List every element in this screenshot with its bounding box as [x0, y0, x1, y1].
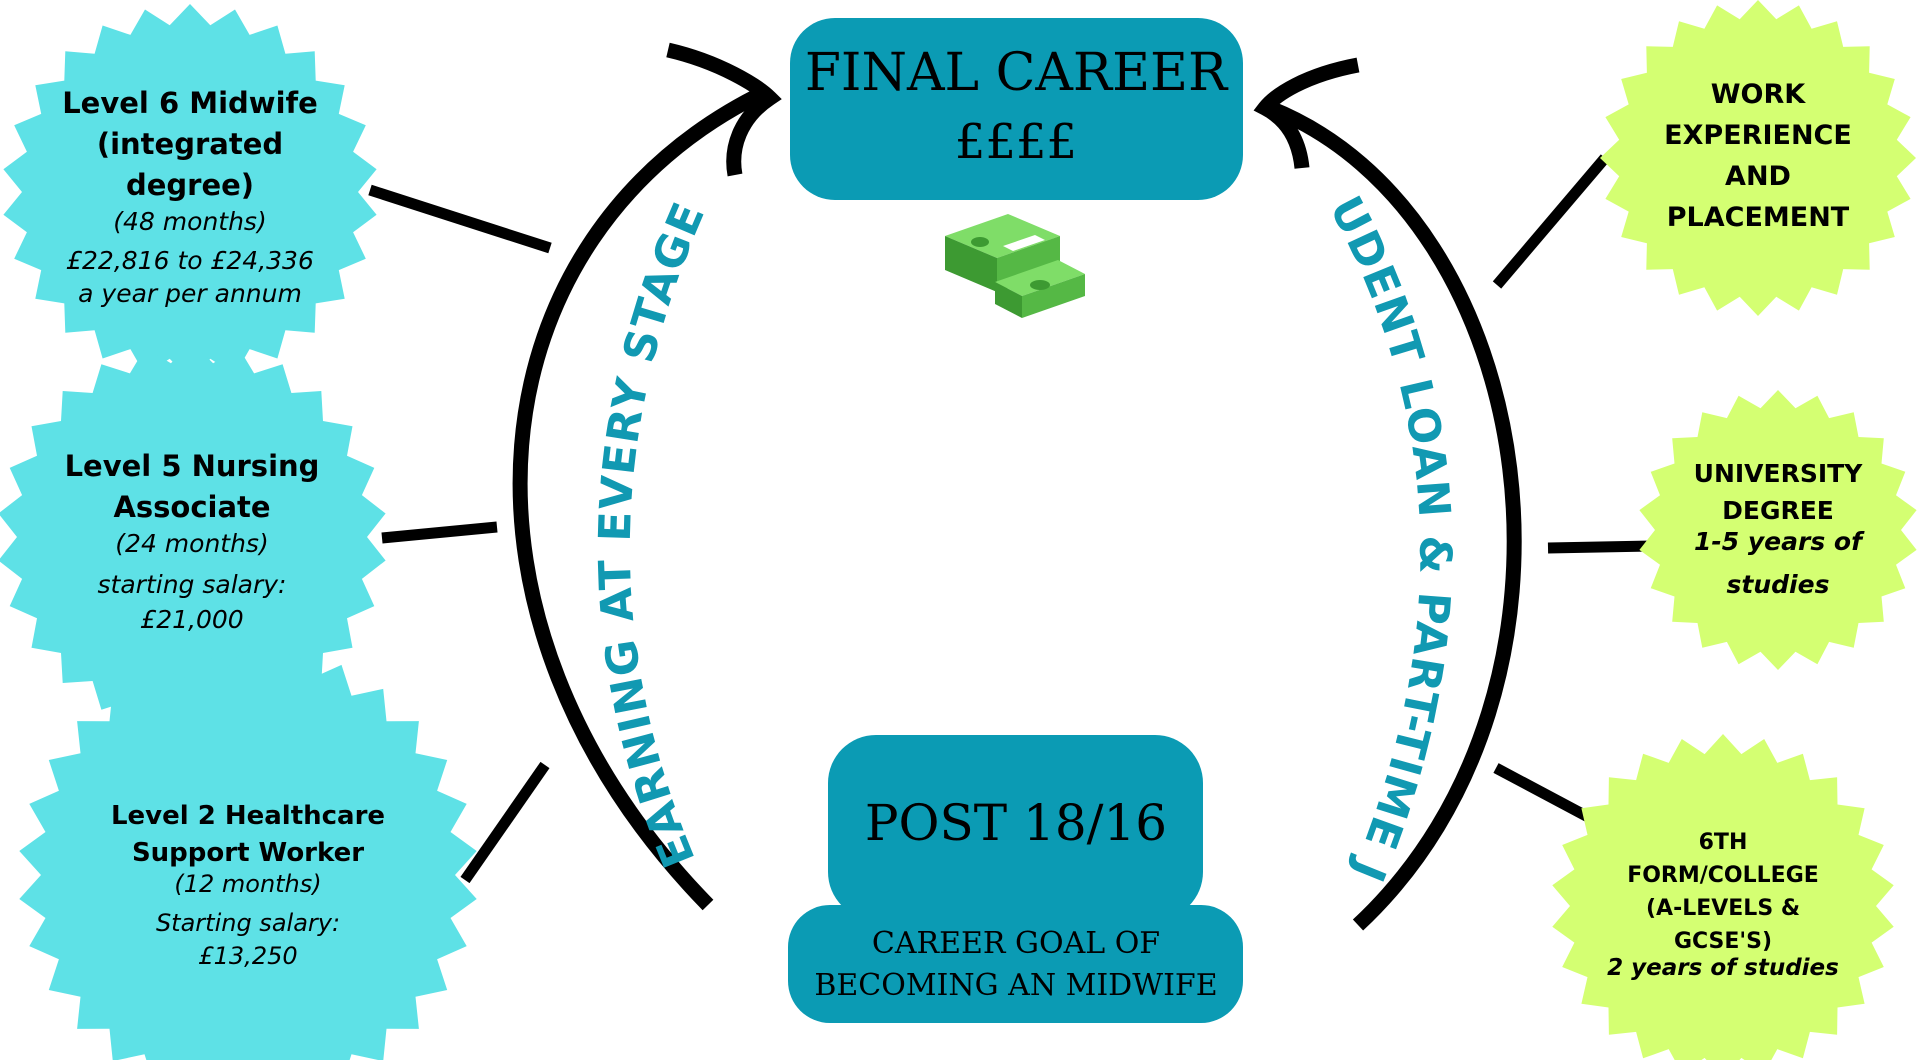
left-burst-title-line: (integrated — [97, 127, 283, 161]
right-burst-shape — [1639, 390, 1917, 670]
left-burst-detail-line: £13,250 — [198, 942, 297, 970]
right-burst-shape — [1600, 0, 1916, 316]
career-goal-line2: BECOMING AN MIDWIFE — [814, 968, 1217, 1003]
career-goal-line1: CAREER GOAL OF — [872, 926, 1160, 961]
left-burst-detail-line: starting salary: — [98, 570, 287, 599]
left-burst-title-line: Associate — [113, 490, 270, 524]
left-burst-detail-line: £21,000 — [140, 605, 243, 634]
connector-lines — [368, 154, 1653, 884]
left-burst-title-line: Level 2 Healthcare — [111, 801, 385, 831]
left-burst-detail-line: (24 months) — [115, 529, 268, 558]
right-burst-detail-line: 1-5 years of — [1694, 527, 1865, 556]
right-burst-title-line: (A-LEVELS & — [1646, 896, 1800, 921]
left-burst-shape — [0, 342, 386, 732]
right-burst-title-line: UNIVERSITY — [1694, 459, 1864, 488]
final-career-pounds: ££££ — [955, 114, 1077, 170]
left-burst-title-line: degree) — [126, 168, 254, 202]
left-burst-1: Level 6 Midwife (integrated degree) (48 mon… — [3, 4, 377, 380]
left-burst-detail-line: £22,816 to £24,336 — [66, 246, 314, 275]
left-burst-detail-line: (12 months) — [174, 870, 321, 898]
right-burst-detail-line: studies — [1727, 570, 1830, 599]
left-burst-detail-line: a year per annum — [78, 279, 302, 308]
final-career-box: FINAL CAREER ££££ — [790, 18, 1243, 200]
left-burst-shape — [19, 645, 477, 1060]
right-burst-title-line: WORK — [1711, 79, 1807, 110]
post-title: POST 18/16 — [865, 794, 1167, 852]
final-career-box-bg — [790, 18, 1243, 200]
right-burst-title-line: EXPERIENCE — [1664, 120, 1852, 151]
left-burst-title-line: Support Worker — [132, 838, 364, 868]
right-burst-title-line: GCSE'S) — [1674, 929, 1772, 954]
career-goal-box-bg — [788, 905, 1243, 1023]
connector-left-1 — [368, 184, 552, 254]
right-burst-title-line: AND — [1725, 161, 1791, 192]
left-burst-title-line: Level 5 Nursing — [65, 449, 320, 483]
right-burst-shape — [1552, 734, 1894, 1060]
right-burst-detail-line: 2 years of studies — [1607, 955, 1839, 981]
left-burst-shape — [3, 4, 377, 380]
connector-right-2 — [1547, 540, 1653, 554]
right-arc-arrow — [1253, 57, 1522, 931]
post-box: POST 18/16 CAREER GOAL OF BECOMING AN MI… — [788, 735, 1243, 1023]
right-burst-1: WORK EXPERIENCE AND PLACEMENT — [1600, 0, 1916, 316]
right-burst-title-line: FORM/COLLEGE — [1627, 863, 1819, 888]
right-burst-title-line: 6TH — [1699, 830, 1748, 855]
left-burst-title-line: Level 6 Midwife — [62, 86, 318, 120]
post-title-box-bg — [828, 735, 1203, 920]
final-career-title: FINAL CAREER — [805, 43, 1229, 103]
right-burst-3: 6TH FORM/COLLEGE (A-LEVELS & GCSE'S)2 years… — [1552, 734, 1894, 1060]
connector-left-2 — [381, 521, 498, 544]
left-arc-arrow — [512, 42, 782, 911]
connector-left-3 — [460, 761, 550, 884]
right-burst-title-line: DEGREE — [1722, 496, 1834, 525]
left-burst-detail-line: Starting salary: — [156, 909, 340, 937]
connector-right-1 — [1492, 154, 1610, 289]
money-stack-icon — [945, 214, 1085, 318]
left-burst-detail-line: (48 months) — [113, 207, 266, 236]
right-burst-title-line: PLACEMENT — [1667, 202, 1850, 233]
